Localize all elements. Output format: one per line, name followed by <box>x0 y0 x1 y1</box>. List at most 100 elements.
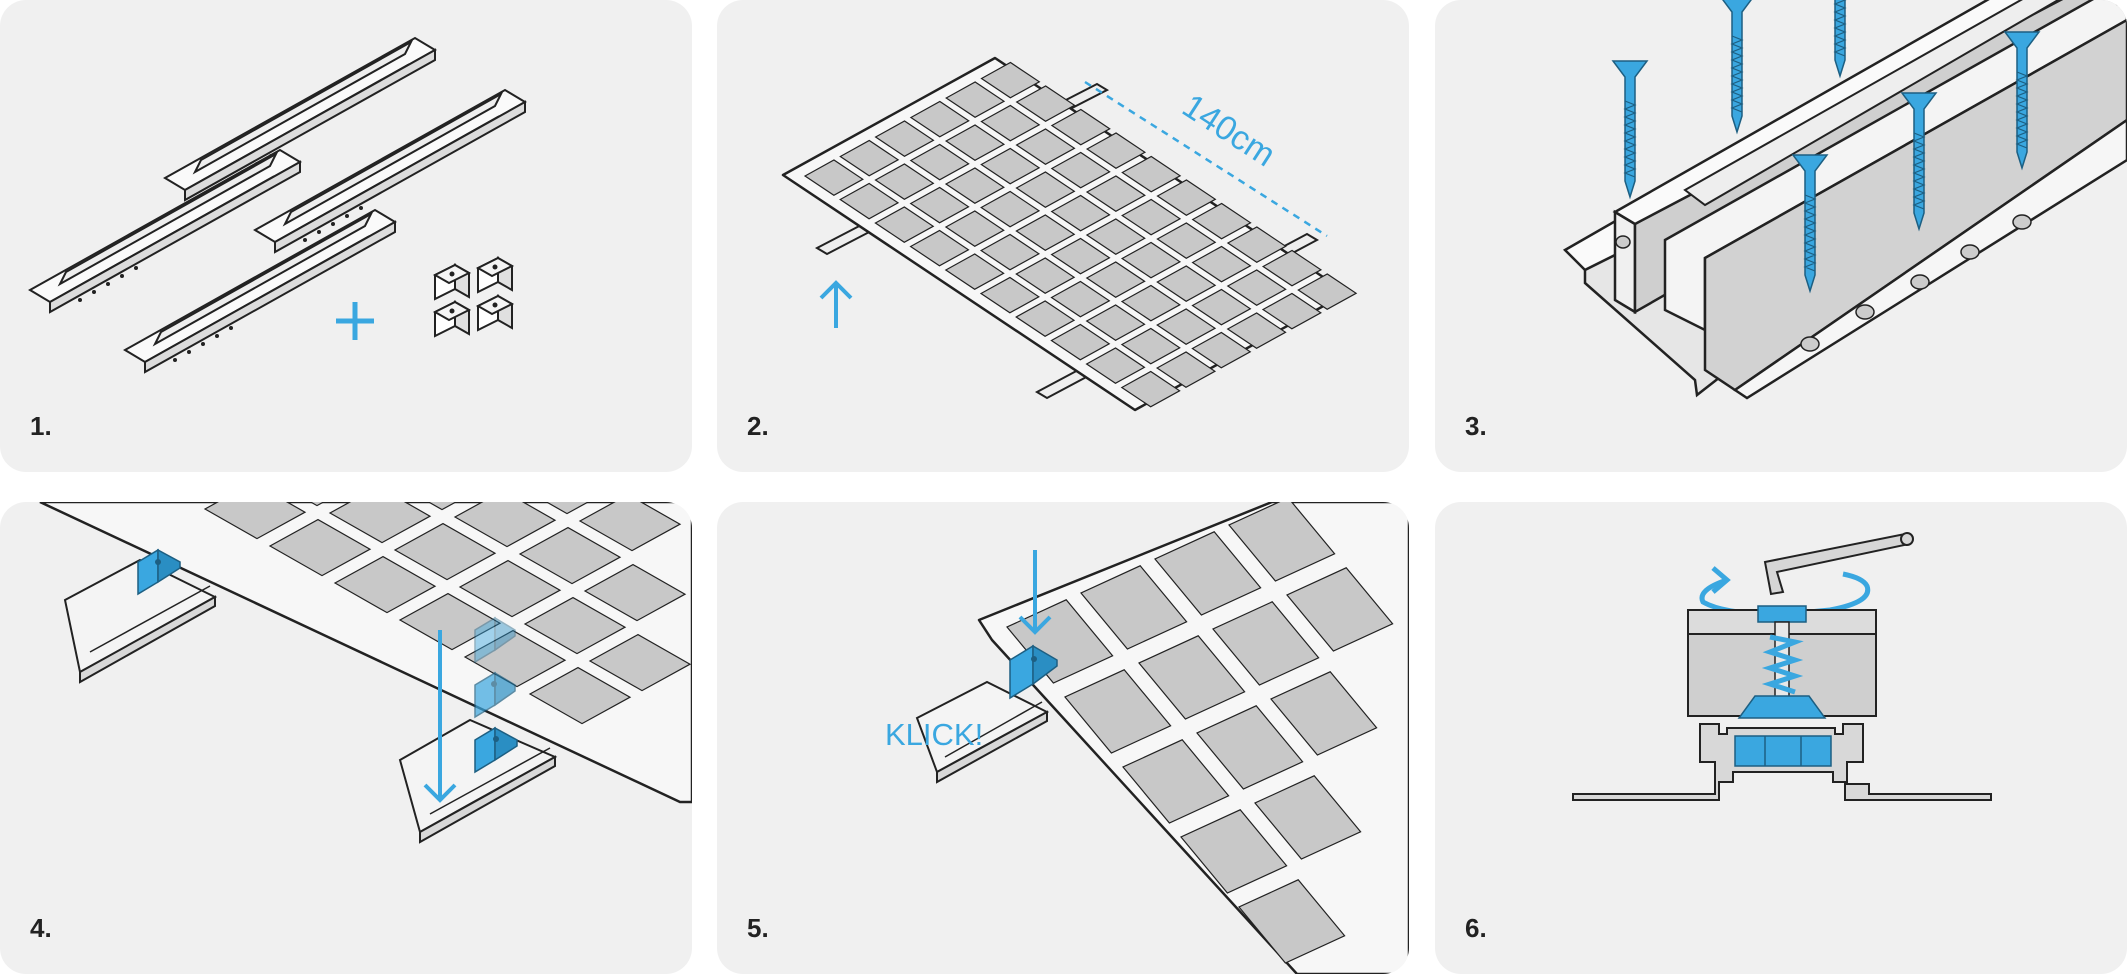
solar-cell <box>1080 565 1188 650</box>
solar-cell <box>268 518 372 577</box>
clamp-icon <box>477 295 513 331</box>
solar-cell <box>1238 879 1346 964</box>
solar-cell <box>528 666 632 725</box>
solar-cell <box>1156 222 1217 259</box>
solar-cell <box>1085 347 1146 384</box>
step-3-panel: 3. <box>1435 0 2127 472</box>
solar-cell <box>803 159 864 196</box>
clamp-icon <box>474 671 516 719</box>
clamp-icon <box>474 726 518 774</box>
solar-cell <box>1015 257 1076 294</box>
solar-cell <box>1191 202 1252 240</box>
step-4-panel: 4. <box>0 502 692 974</box>
down-arrow-icon <box>423 630 457 803</box>
solar-cell <box>944 253 1005 290</box>
solar-cell <box>1155 351 1217 388</box>
solar-cell <box>1191 331 1252 369</box>
solar-cell <box>458 559 562 618</box>
step-1-panel: 1. <box>0 0 692 472</box>
solar-cell <box>1156 179 1217 216</box>
step-number: 6. <box>1465 913 1487 943</box>
solar-cell <box>909 100 970 138</box>
step-number: 1. <box>30 411 52 441</box>
solar-panel-icon <box>781 56 1358 412</box>
solar-cell <box>523 596 627 655</box>
rail-icon <box>1572 723 1992 801</box>
solar-cell <box>203 502 307 540</box>
solar-cell <box>1015 128 1076 165</box>
rail-icon <box>63 558 218 684</box>
solar-cell <box>1270 671 1378 756</box>
solar-cell <box>1120 284 1181 322</box>
solar-cell <box>545 502 590 515</box>
solar-cell <box>1226 226 1287 263</box>
step-3-illustration <box>1562 0 2127 400</box>
solar-cell <box>980 104 1041 142</box>
clamp-icon <box>477 257 513 293</box>
solar-cell <box>945 81 1006 118</box>
solar-cell <box>1156 308 1217 345</box>
solar-cell <box>1286 567 1394 652</box>
clamp-icon <box>1737 605 1827 719</box>
step-5-illustration <box>915 502 1409 974</box>
solar-cell <box>909 143 970 181</box>
solar-cell <box>1212 601 1320 686</box>
solar-cell <box>333 555 437 614</box>
solar-cell <box>1050 323 1111 361</box>
solar-cell <box>1191 288 1252 326</box>
step-6-illustration <box>1572 532 1992 801</box>
plus-icon <box>336 302 374 340</box>
solar-cell <box>944 210 1005 247</box>
solar-cell <box>453 502 557 548</box>
solar-cell <box>1085 218 1146 255</box>
solar-cell <box>1015 85 1076 122</box>
solar-cell <box>1261 249 1323 287</box>
solar-cell <box>427 502 458 511</box>
solar-cell <box>909 186 970 224</box>
solar-cell <box>1261 292 1322 330</box>
clamp-icon <box>474 616 516 664</box>
solar-cell <box>874 206 935 243</box>
rail-icon <box>1562 0 2127 400</box>
klick-callout: KLICK! <box>885 717 984 752</box>
solar-cell <box>1050 280 1111 318</box>
solar-cell <box>839 139 900 177</box>
solar-cell <box>1297 273 1358 310</box>
solar-cell <box>1015 300 1076 337</box>
step-number: 2. <box>747 411 769 441</box>
solar-cell <box>1050 194 1111 232</box>
step-number: 5. <box>747 913 769 943</box>
step-5-panel: KLICK! 5. <box>717 502 1409 974</box>
solar-cell <box>1085 132 1147 169</box>
solar-cell <box>578 502 682 552</box>
solar-cell <box>1050 108 1111 146</box>
solar-cell <box>588 633 692 692</box>
solar-cell <box>980 61 1041 99</box>
solar-cell <box>1121 198 1182 236</box>
solar-cell <box>1122 739 1230 824</box>
solar-cell <box>1254 775 1362 860</box>
solar-cell <box>1085 175 1146 212</box>
solar-cell <box>979 233 1041 271</box>
solar-cell <box>980 190 1041 228</box>
solar-cell <box>1121 155 1182 193</box>
step-2-illustration: 140cm <box>781 56 1358 412</box>
solar-cell <box>909 229 970 267</box>
step-6-panel: 6. <box>1435 502 2127 974</box>
solar-cell <box>1120 327 1181 365</box>
clamp-icon <box>434 264 470 300</box>
solar-cell <box>1120 241 1182 279</box>
step-2-panel: 140cm 2. <box>717 0 1409 472</box>
solar-cell <box>398 592 502 651</box>
solar-cell <box>1015 214 1076 251</box>
solar-cell <box>1156 265 1217 302</box>
hex-key-icon <box>1763 532 1914 596</box>
clamp-icon <box>1009 644 1058 700</box>
dimension-label: 140cm <box>1176 87 1282 174</box>
solar-cell <box>980 147 1041 185</box>
solar-cell <box>1180 809 1288 894</box>
step-1-illustration <box>29 37 526 373</box>
solar-cell <box>1015 171 1076 208</box>
solar-cell <box>1228 502 1336 582</box>
solar-cell <box>1120 370 1181 408</box>
